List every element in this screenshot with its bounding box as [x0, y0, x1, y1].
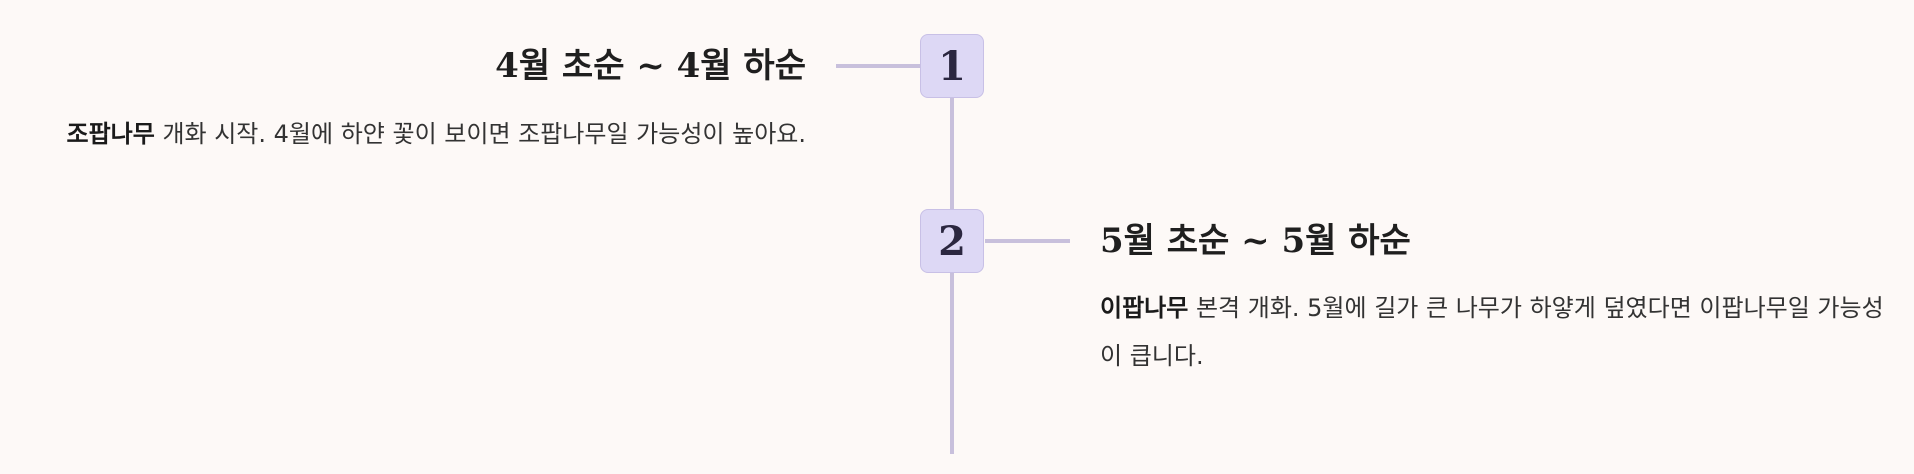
step-1-connector [836, 64, 921, 68]
step-1-title: 4월 초순 ~ 4월 하순 [495, 46, 806, 86]
step-2-connector [985, 239, 1070, 243]
step-1-badge: 1 [920, 34, 984, 98]
step-1-highlight: 조팝나무 [66, 120, 155, 148]
step-1-description-text: 개화 시작. 4월에 하얀 꽃이 보이면 조팝나무일 가능성이 높아요. [154, 120, 806, 148]
step-2-description-text: 본격 개화. 5월에 길가 큰 나무가 하얗게 덮였다면 이팝나무일 가능성이 … [1100, 294, 1884, 370]
step-2-description: 이팝나무 본격 개화. 5월에 길가 큰 나무가 하얗게 덮였다면 이팝나무일 … [1100, 284, 1900, 380]
step-2-badge: 2 [920, 209, 984, 273]
step-2-highlight: 이팝나무 [1100, 294, 1189, 322]
step-2-title: 5월 초순 ~ 5월 하순 [1100, 221, 1411, 261]
step-1-description: 조팝나무 개화 시작. 4월에 하얀 꽃이 보이면 조팝나무일 가능성이 높아요… [10, 110, 806, 158]
